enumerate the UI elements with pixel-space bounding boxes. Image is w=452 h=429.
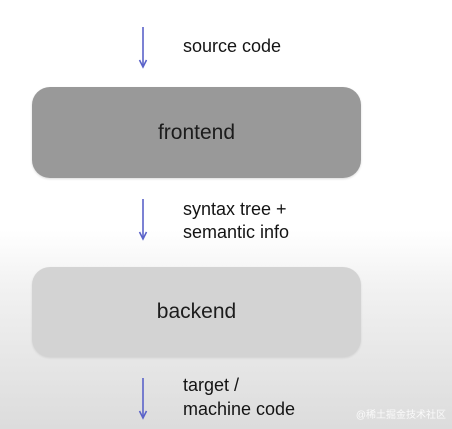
middle-arrow (138, 199, 148, 241)
backend-label: backend (156, 300, 237, 323)
input-label: source code (183, 36, 282, 56)
frontend-label: frontend (157, 120, 236, 144)
middle-label-line2: semantic info (183, 222, 290, 242)
middle-label-line1: syntax tree + (183, 199, 287, 219)
input-arrow (138, 27, 148, 69)
backend-box: backend (32, 267, 361, 357)
frontend-box: frontend (32, 87, 361, 178)
output-label-line2: machine code (183, 399, 296, 419)
output-arrow (138, 378, 148, 420)
output-label-line1: target / (183, 375, 240, 395)
watermark: @稀土掘金技术社区 (355, 410, 446, 421)
